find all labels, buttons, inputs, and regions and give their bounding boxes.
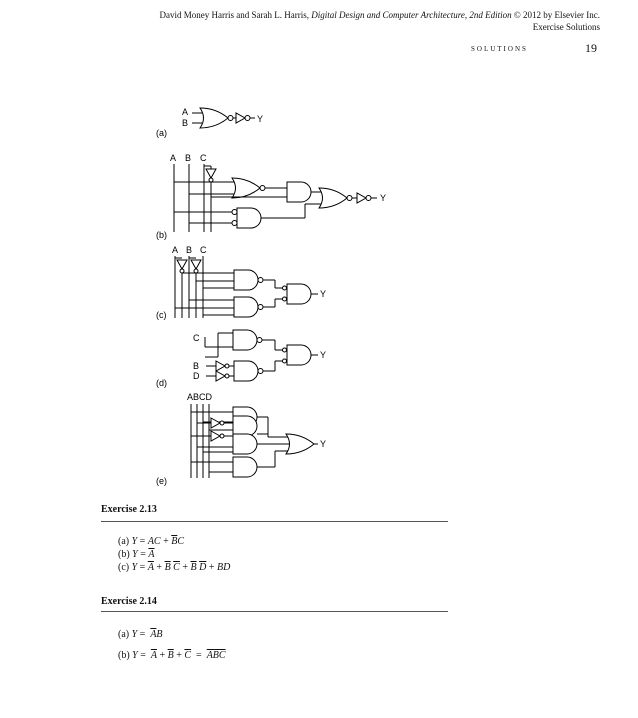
label-b-input-b: B <box>185 153 191 163</box>
page-number: 19 <box>585 41 597 55</box>
page-header: David Money Harris and Sarah L. Harris, … <box>40 9 600 33</box>
part-a-label: (a) <box>156 128 167 138</box>
circuit-c <box>174 256 318 318</box>
exercise-2-13-heading: Exercise 2.13 <box>101 504 157 515</box>
label-c-output-y: Y <box>320 289 326 299</box>
label-c-input-a: A <box>172 245 178 255</box>
exercise-2-13-a: (a) Y = AC + BC <box>118 536 185 547</box>
label-a-input-a: A <box>182 107 188 117</box>
label-e-output-y: Y <box>320 439 326 449</box>
label-b-input-c: C <box>200 153 207 163</box>
exercise-2-13-c: (c) Y = A + B C + B D + BD <box>118 562 231 573</box>
label-d-input-b: B <box>193 361 199 371</box>
part-c-label: (c) <box>156 310 167 320</box>
label-e-inputs-abcd: ABCD <box>187 392 213 402</box>
label-b-input-a: A <box>170 153 176 163</box>
circuit-figure: A B Y (a) A B C Y (b) A B C Y (c) C B D … <box>156 107 386 486</box>
part-d-label: (d) <box>156 378 167 388</box>
exercise-2-13-b: (b) Y = A <box>118 549 155 560</box>
label-a-output-y: Y <box>257 114 263 124</box>
header-book-title: Digital Design and Computer Architecture… <box>311 10 512 20</box>
circuit-a <box>192 107 255 129</box>
exercise-2-13-rule <box>101 521 448 522</box>
label-d-input-c: C <box>193 333 200 343</box>
part-e-label: (e) <box>156 476 167 486</box>
label-b-output-y: Y <box>380 193 386 203</box>
part-b-label: (b) <box>156 230 167 240</box>
circuit-e <box>190 404 318 478</box>
header-line-2: Exercise Solutions <box>532 22 600 32</box>
circuit-d <box>204 329 318 382</box>
header-copyright: © 2012 by Elsevier Inc. <box>513 10 600 20</box>
label-d-input-d: D <box>193 371 200 381</box>
header-authors: David Money Harris and Sarah L. Harris, <box>159 10 310 20</box>
circuit-b <box>173 164 377 232</box>
exercise-2-14-rule <box>101 611 448 612</box>
exercise-2-14-heading: Exercise 2.14 <box>101 596 157 607</box>
exercise-2-14-b: (b) Y = A + B + C = ABC <box>118 650 226 661</box>
label-d-output-y: Y <box>320 350 326 360</box>
label-c-input-c: C <box>200 245 207 255</box>
exercise-2-14-a: (a) Y = AB <box>118 629 163 640</box>
label-c-input-b: B <box>186 245 192 255</box>
header-line-1: David Money Harris and Sarah L. Harris, … <box>40 9 600 21</box>
section-label: SOLUTIONS <box>471 45 528 53</box>
label-a-input-b: B <box>182 118 188 128</box>
